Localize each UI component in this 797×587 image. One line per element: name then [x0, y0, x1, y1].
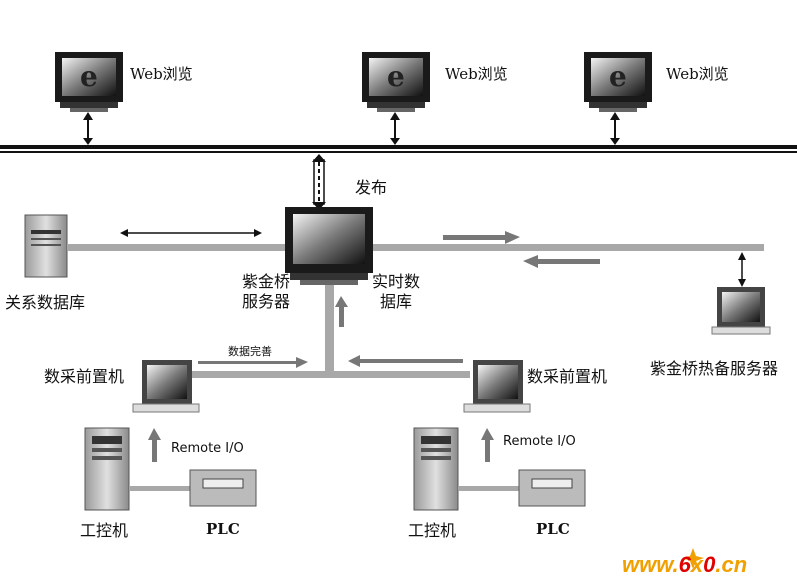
- watermark-suffix: .cn: [715, 552, 748, 577]
- watermark-prefix: www.: [622, 552, 679, 577]
- plc-label-2: PLC: [536, 520, 570, 538]
- watermark-star-icon: [682, 548, 704, 569]
- web-browse-label-3: Web浏览: [666, 65, 729, 83]
- plc-label-1: PLC: [206, 520, 240, 538]
- watermark-brand-b: 0: [703, 552, 716, 577]
- daq-front-label-1: 数采前置机: [44, 367, 125, 386]
- daq-front-computer-1: [132, 360, 200, 413]
- server-label-line1: 紫金桥: [242, 272, 291, 291]
- top-network-bus: [0, 145, 797, 153]
- realtime-db-label-line2: 据库: [380, 292, 413, 311]
- relational-db-label: 关系数据库: [5, 293, 86, 312]
- data-improve-arrows: [198, 355, 463, 368]
- relational-db-server-icon: [24, 214, 68, 278]
- plc-unit-2: [518, 469, 586, 507]
- svg-text:e: e: [80, 60, 98, 93]
- sync-arrows: [443, 231, 600, 268]
- terminal-bus-arrows: [83, 112, 620, 145]
- web-browse-label-2: Web浏览: [445, 65, 508, 83]
- publish-arrow: [312, 154, 326, 210]
- daq-front-computer-2: [463, 360, 531, 413]
- remote-io-label-2: Remote I/O: [503, 434, 576, 449]
- plc-unit-1: [189, 469, 257, 507]
- web-browse-label-1: Web浏览: [130, 65, 193, 83]
- watermark-brand-a: 6: [678, 552, 691, 577]
- realtime-db-label-line1: 实时数: [372, 272, 421, 291]
- web-terminal-3: e: [584, 52, 652, 112]
- daq-front-label-2: 数采前置机: [527, 367, 608, 386]
- ipc-plc-links: [129, 486, 520, 491]
- db-server-arrow: [120, 229, 262, 237]
- web-terminal-2: e: [362, 52, 430, 112]
- remote-io-label-1: Remote I/O: [171, 441, 244, 456]
- server-monitor-icon: [285, 207, 373, 285]
- site-watermark: www.6x0.cn: [622, 552, 747, 578]
- ipc-label-2: 工控机: [408, 521, 457, 540]
- server-label-line2: 服务器: [242, 292, 291, 311]
- standby-arrow: [738, 252, 746, 287]
- upload-arrow: [335, 296, 348, 327]
- svg-text:e: e: [609, 60, 627, 93]
- watermark-brand-x: x: [690, 552, 704, 577]
- hot-standby-label: 紫金桥热备服务器: [650, 359, 779, 378]
- ipc-up-arrows: [148, 428, 494, 462]
- industrial-pc-2: [413, 427, 459, 511]
- industrial-pc-1: [84, 427, 130, 511]
- svg-text:e: e: [387, 60, 405, 93]
- ipc-label-1: 工控机: [80, 521, 129, 540]
- publish-label: 发布: [355, 178, 388, 197]
- hot-standby-server-icon: [711, 287, 771, 335]
- lan-lines: [68, 244, 764, 378]
- data-improve-label: 数据完善: [228, 345, 272, 358]
- web-terminal-1: e: [55, 52, 123, 112]
